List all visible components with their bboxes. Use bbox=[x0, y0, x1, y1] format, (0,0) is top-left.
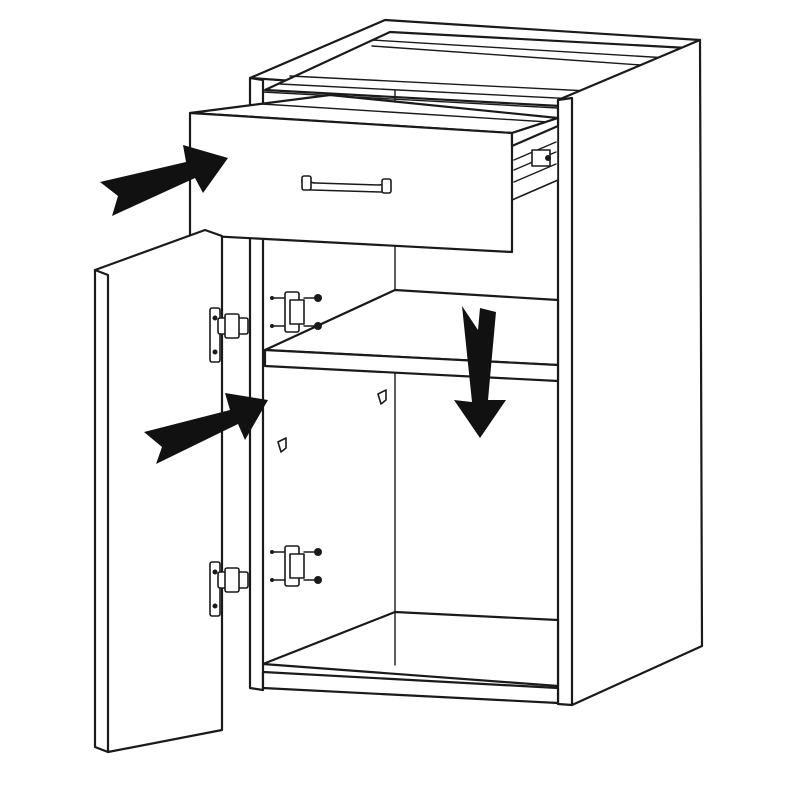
screw bbox=[303, 294, 322, 302]
door-close-arrow bbox=[144, 393, 268, 464]
drawer-side bbox=[510, 116, 560, 148]
shelf-support-pin bbox=[277, 437, 287, 453]
screw bbox=[303, 548, 322, 556]
door-edge bbox=[93, 268, 110, 754]
right-side-panel bbox=[556, 38, 704, 707]
drawer-front bbox=[188, 111, 514, 254]
hinge-mounting-plate bbox=[270, 545, 322, 587]
cabinet-carcass bbox=[248, 18, 704, 707]
shelf-lower-arrow bbox=[454, 306, 506, 438]
right-side-front-edge bbox=[556, 96, 574, 707]
adjustable-shelf bbox=[263, 288, 560, 383]
screw bbox=[303, 576, 322, 584]
drawer-handle bbox=[301, 175, 392, 194]
hinge-mounting-plate bbox=[270, 291, 322, 333]
drawer bbox=[188, 93, 560, 254]
door-hinge bbox=[209, 561, 249, 617]
screw bbox=[303, 322, 322, 330]
drawer-insert-arrow bbox=[100, 145, 228, 216]
door bbox=[93, 228, 224, 754]
door-hinge bbox=[209, 307, 249, 363]
bottom-panel bbox=[261, 610, 560, 688]
drawer-runner bbox=[511, 125, 559, 201]
bottom-front-edge bbox=[261, 670, 560, 705]
shelf-support-pin bbox=[377, 389, 387, 405]
door-face bbox=[93, 228, 224, 754]
